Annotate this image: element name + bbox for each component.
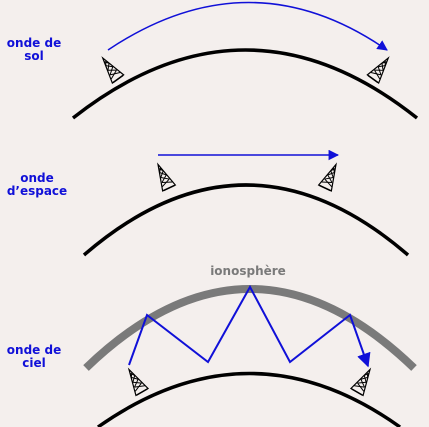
antenna-tower-icon: [122, 365, 149, 397]
sky-wave-path: [128, 284, 371, 368]
panel-ground-wave: [71, 1, 419, 120]
panel-space-wave: [82, 149, 410, 257]
label-space-wave: onde d’espace: [6, 171, 68, 198]
ionosphere-layer: [83, 285, 417, 371]
panel-sky-wave: ionosphère: [83, 264, 417, 427]
ionosphere-label: ionosphère: [210, 264, 286, 278]
antenna-tower-icon: [350, 365, 377, 397]
antenna-tower-icon: [366, 53, 395, 84]
earth-surface: [71, 48, 419, 120]
antenna-tower-icon: [96, 53, 125, 84]
label-sky-wave: onde de ciel: [6, 343, 62, 370]
ground-wave-path: [107, 1, 388, 51]
earth-surface: [82, 183, 410, 257]
label-ground-wave: onde de sol: [6, 36, 62, 63]
earth-surface: [96, 371, 402, 427]
antenna-tower-icon: [150, 160, 177, 192]
antenna-tower-icon: [317, 160, 344, 192]
